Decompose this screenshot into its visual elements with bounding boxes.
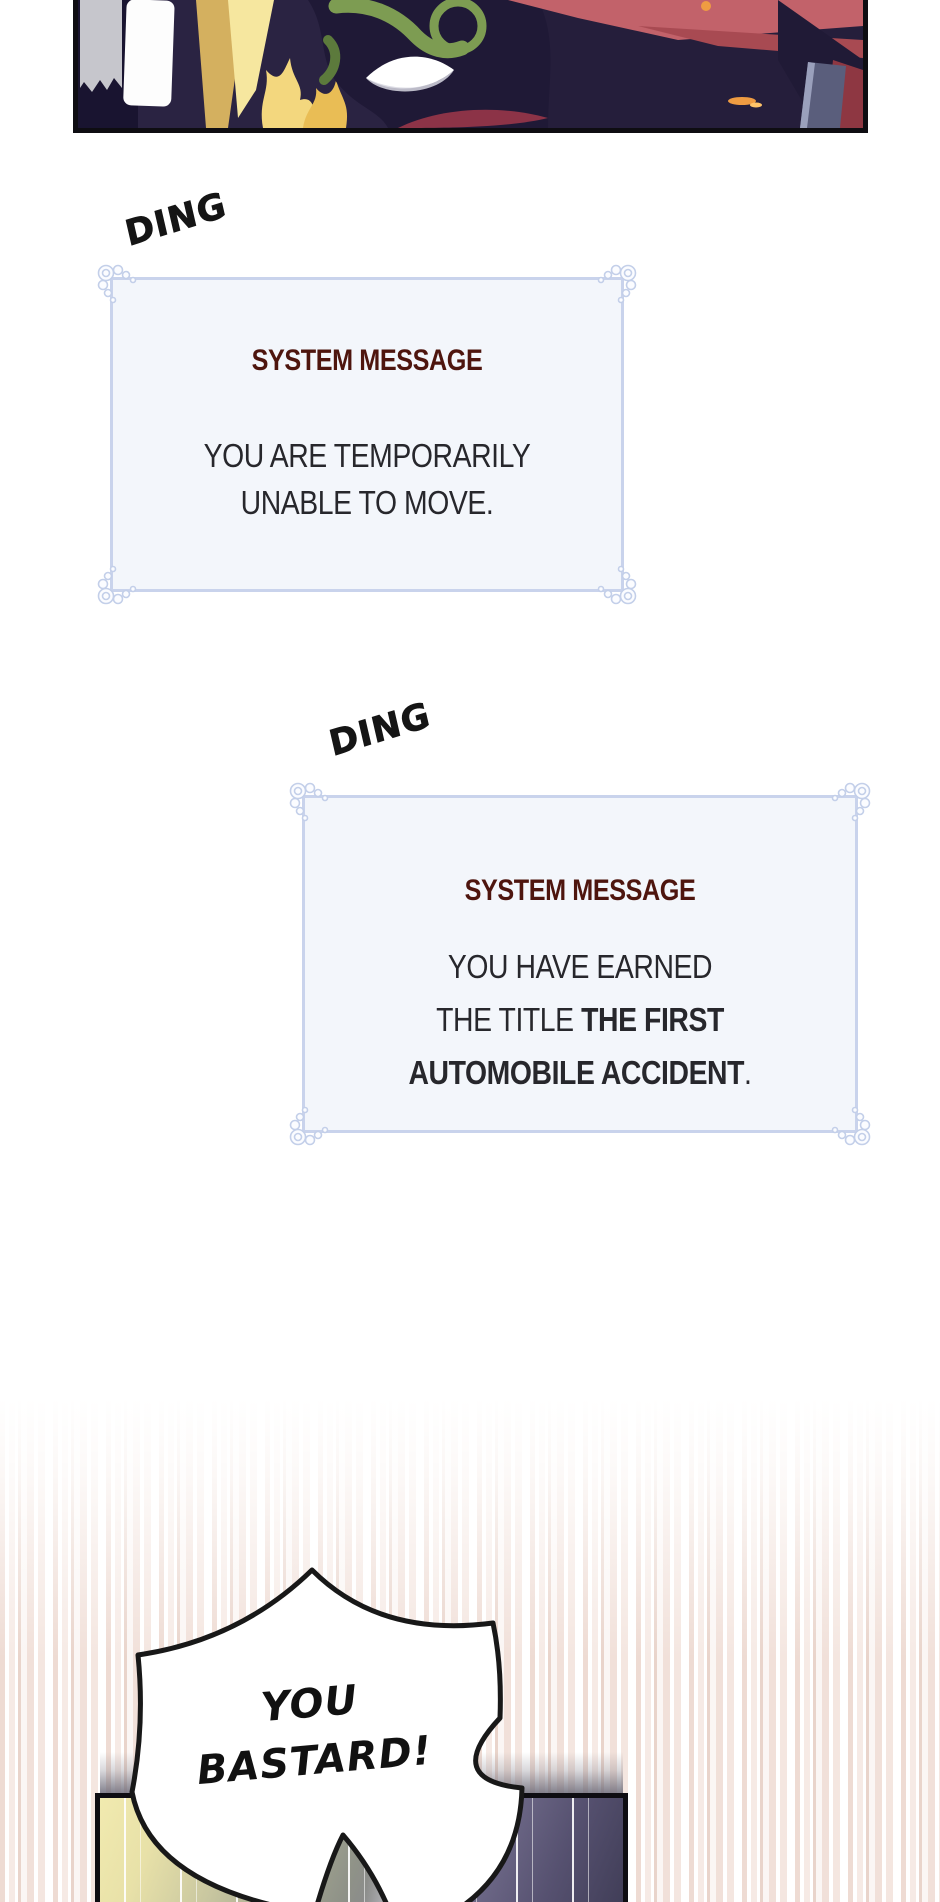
system-message-line: UNABLE TO MOVE. xyxy=(240,484,494,521)
corner-ornament-icon xyxy=(289,782,329,822)
top-comic-panel xyxy=(73,0,868,133)
system-message-box-1: SYSTEM MESSAGE YOU ARE TEMPORARILY UNABL… xyxy=(97,264,637,605)
system-message-title: SYSTEM MESSAGE xyxy=(251,344,483,377)
system-message-line: YOU ARE TEMPORARILY xyxy=(203,437,531,474)
corner-ornament-icon xyxy=(597,264,637,304)
top-panel-artwork xyxy=(78,0,863,128)
corner-ornament-icon xyxy=(831,1106,871,1146)
earned-title-name: AUTOMOBILE ACCIDENT xyxy=(408,1054,745,1091)
corner-ornament-icon xyxy=(97,264,137,304)
system-message-body: YOU HAVE EARNED THE TITLE THE FIRST AUTO… xyxy=(344,940,817,1099)
corner-ornament-icon xyxy=(289,1106,329,1146)
sfx-ding-2: DING xyxy=(325,695,435,765)
earned-title-name: THE FIRST xyxy=(581,1001,724,1038)
system-message-box-2: SYSTEM MESSAGE YOU HAVE EARNED THE TITLE… xyxy=(289,782,871,1146)
system-message-body: YOU ARE TEMPORARILY UNABLE TO MOVE. xyxy=(149,432,586,526)
system-message-line: YOU HAVE EARNED xyxy=(447,948,713,985)
speech-bubble xyxy=(129,1567,525,1902)
sentence-period: . xyxy=(744,1054,752,1091)
corner-ornament-icon xyxy=(97,565,137,605)
corner-ornament-icon xyxy=(597,565,637,605)
system-message-line: THE TITLE THE FIRST xyxy=(344,993,817,1046)
title-prefix: THE TITLE xyxy=(436,1001,582,1038)
sfx-ding-1: DING xyxy=(121,185,231,255)
system-message-title: SYSTEM MESSAGE xyxy=(464,874,696,907)
corner-ornament-icon xyxy=(831,782,871,822)
system-message-line: AUTOMOBILE ACCIDENT. xyxy=(344,1046,817,1099)
